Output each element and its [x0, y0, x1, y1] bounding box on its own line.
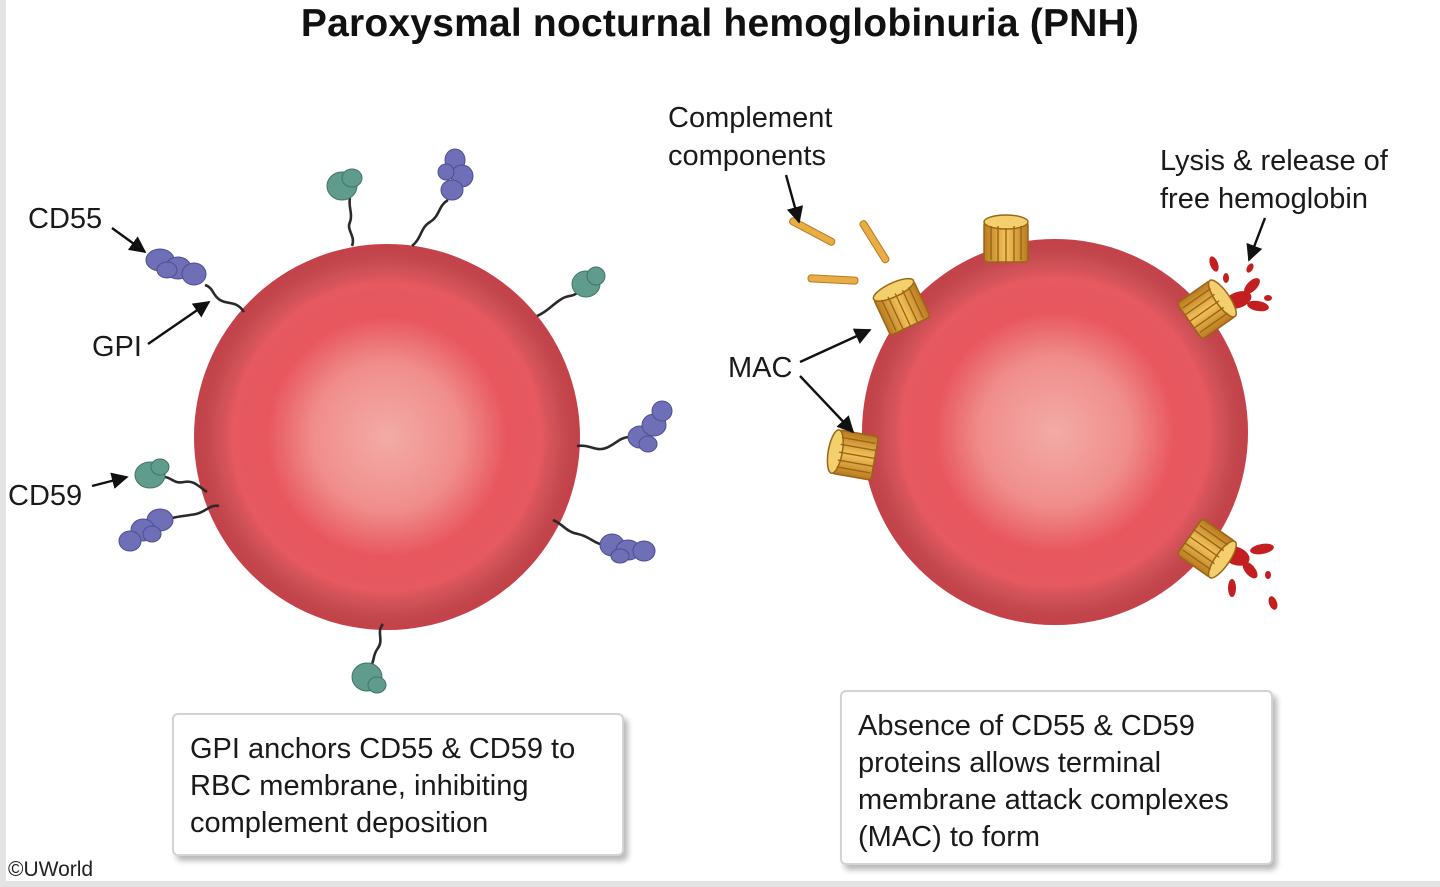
- caption-line: RBC membrane, inhibiting: [190, 770, 529, 802]
- complement-rod: [859, 220, 890, 264]
- right-arrows: [784, 174, 1267, 434]
- gpi-label: GPI: [92, 331, 142, 363]
- cd55-protein: [118, 508, 174, 552]
- cd59-protein: [326, 168, 363, 201]
- left-arrows: [91, 227, 211, 489]
- page-title: Paroxysmal nocturnal hemoglobinuria (PNH…: [300, 2, 1140, 45]
- cd55-protein: [145, 248, 207, 286]
- mac-label: MAC: [728, 352, 793, 384]
- cd55-arrow: [111, 227, 147, 253]
- mac-pore: [1177, 279, 1237, 340]
- complement-label-line2: components: [668, 140, 826, 172]
- complement-label-line1: Complement: [668, 102, 833, 134]
- normal-rbc: [194, 244, 580, 630]
- caption-line: (MAC) to form: [858, 821, 1041, 853]
- normal-rbc-caption: GPI anchors CD55 & CD59 to RBC membrane,…: [172, 713, 624, 856]
- mac-pore: [826, 429, 879, 481]
- cd55-proteins: [118, 148, 673, 564]
- complement-components: [789, 217, 890, 285]
- lysis-arrow: [1246, 217, 1267, 262]
- complement-rod: [789, 217, 836, 246]
- mac-pore: [872, 277, 931, 336]
- caption-line: complement deposition: [190, 807, 489, 839]
- mac-pores: [826, 214, 1237, 579]
- cd55-protein: [437, 148, 474, 201]
- copyright-notice: ©UWorld: [8, 858, 94, 881]
- mac-pore: [1177, 518, 1237, 579]
- lysis-label-line2: free hemoglobin: [1160, 183, 1368, 215]
- caption-line: GPI anchors CD55 & CD59 to: [190, 733, 576, 765]
- mac-arrow-lower: [799, 375, 855, 434]
- pnh-rbc-caption: Absence of CD55 & CD59 proteins allows t…: [840, 690, 1273, 865]
- caption-line: membrane attack complexes: [858, 784, 1229, 816]
- cd59-protein: [134, 458, 170, 489]
- complement-rod: [807, 274, 859, 285]
- gpi-anchors: [164, 197, 631, 669]
- complement-arrow: [784, 174, 804, 224]
- cd59-protein: [351, 662, 387, 694]
- lysis-label-line1: Lysis & release of: [1160, 145, 1388, 177]
- caption-line: Absence of CD55 & CD59: [858, 710, 1195, 742]
- cd59-arrow: [91, 472, 129, 489]
- caption-line: proteins allows terminal: [858, 747, 1162, 779]
- cd55-protein: [627, 400, 673, 453]
- mac-pore: [983, 214, 1029, 264]
- cd59-protein: [571, 266, 606, 298]
- cd59-label: CD59: [8, 480, 83, 512]
- cd55-label: CD55: [28, 203, 103, 235]
- gpi-arrow: [147, 301, 211, 345]
- mac-arrow-upper: [799, 328, 872, 364]
- lysing-rbc: [862, 239, 1248, 625]
- cd55-protein: [599, 533, 656, 564]
- cd59-proteins: [134, 168, 606, 694]
